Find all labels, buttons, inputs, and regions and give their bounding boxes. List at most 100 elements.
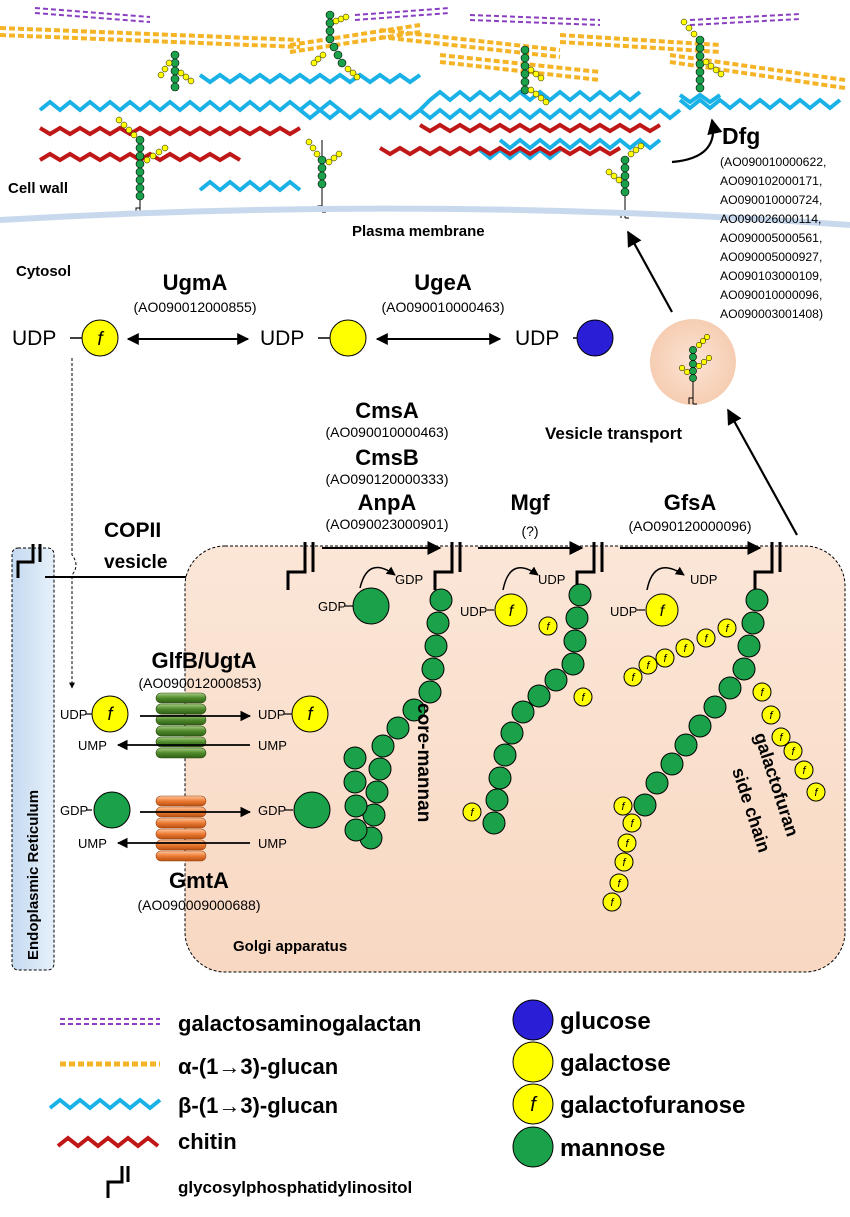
cmsA-name: CmsA xyxy=(355,398,419,423)
dfg-id-9: AO090003001408) xyxy=(720,307,823,321)
udp-galactofuranose-cytosol: UDP f xyxy=(12,319,119,357)
f-mark: f xyxy=(581,692,585,704)
dfg-id-3: AO090010000724, xyxy=(720,193,822,207)
f-mark: f xyxy=(622,857,626,869)
galf-labels-chain-3: f f f f f f f f f f f f f f f f f f xyxy=(610,623,818,909)
galactofuran-side-chain-lower xyxy=(602,796,642,912)
f-mark: f xyxy=(621,801,625,813)
gfsA-transfer-arrow xyxy=(646,566,685,591)
f-mark: f xyxy=(631,672,635,684)
udp-label-t2: UDP xyxy=(258,707,285,722)
gdp-mannose-er-side: GDP xyxy=(60,791,131,829)
legend-galactofuranose-label: galactofuranose xyxy=(560,1092,745,1119)
er-label: Endoplasmic Reticulum xyxy=(25,790,42,960)
udp-galf-golgi-side: UDP f xyxy=(258,695,329,733)
gdp-label-t1: GDP xyxy=(60,803,88,818)
gdp-label-t2: GDP xyxy=(258,803,286,818)
f-label-gfsA: f xyxy=(660,603,666,620)
legend-mannose-swatch xyxy=(512,1126,554,1168)
udp-galf-transport-path xyxy=(69,358,77,689)
wall-glycoprotein-5 xyxy=(520,45,550,106)
anpA-id: (AO090023000901) xyxy=(326,516,449,532)
glfB-transporter xyxy=(155,692,207,759)
gdp-label-released: GDP xyxy=(395,572,423,587)
legend-beta-glucan-label: β-(1→3)-glucan xyxy=(178,1093,338,1118)
galf-branches-chain-2 xyxy=(462,616,593,822)
gfsA-name: GfsA xyxy=(664,490,717,515)
ugmA-id: (AO090012000855) xyxy=(134,299,257,315)
legend-galactosaminogalactan-label: galactosaminogalactan xyxy=(178,1011,421,1036)
f-mark: f xyxy=(630,818,634,830)
alpha-glucan-fibers xyxy=(0,23,846,90)
f-mark: f xyxy=(704,633,708,645)
udp-glucose-cytosol: UDP xyxy=(515,319,614,357)
ugeA-id: (AO090010000463) xyxy=(382,299,505,315)
beta-glucan-fibers xyxy=(38,72,842,193)
wall-glycoprotein-4 xyxy=(305,138,343,213)
legend-galactofuranose-f: f xyxy=(530,1094,538,1116)
legend-gpi-swatch xyxy=(106,1166,130,1198)
plasma-membrane-label: Plasma membrane xyxy=(352,223,485,240)
cmsB-id: (AO090120000333) xyxy=(326,471,449,487)
galactofuran-side-chain-upper xyxy=(623,618,737,687)
vesicle-transport-label: Vesicle transport xyxy=(545,424,682,443)
copii-label-line2: vesicle xyxy=(104,552,167,573)
ugmA-name: UgmA xyxy=(163,270,228,295)
vesicle-glycoprotein xyxy=(678,333,713,405)
galactosaminogalactan-fibers xyxy=(34,7,801,26)
f-mark: f xyxy=(760,687,764,699)
f-label-t1: f xyxy=(107,704,114,724)
f-mark: f xyxy=(646,660,650,672)
legend: galactosaminogalactan α-(1→3)-glucan β-(… xyxy=(48,999,745,1198)
gmtA-name: GmtA xyxy=(169,868,229,893)
cytosol-label: Cytosol xyxy=(16,263,71,280)
legend-glucose-label: glucose xyxy=(560,1008,651,1035)
gdp-label-donor: GDP xyxy=(318,599,346,614)
f-mark: f xyxy=(791,746,795,758)
legend-chitin-label: chitin xyxy=(178,1129,237,1154)
dfg-id-4: AO090026000114, xyxy=(720,212,821,226)
udp-label-donor-2: UDP xyxy=(610,604,637,619)
plasma-membrane xyxy=(0,205,850,228)
dfg-arrow xyxy=(671,118,723,164)
ump-label-t1: UMP xyxy=(78,738,107,753)
f-mark: f xyxy=(683,643,687,655)
wall-glycoprotein-7 xyxy=(605,142,645,219)
f-mark: f xyxy=(725,623,729,635)
udp-galf-donor-gfsA: UDP f xyxy=(610,593,679,627)
cell-wall xyxy=(0,7,846,219)
galf-labels-chain-2: f f f xyxy=(470,621,585,819)
f-mark: f xyxy=(617,878,621,890)
udp-label-1: UDP xyxy=(12,327,56,350)
gdp-mannose-golgi-side: GDP xyxy=(258,791,331,829)
f-label: f xyxy=(97,329,104,350)
legend-mannose-label: mannose xyxy=(560,1135,665,1162)
ugeA-name: UgeA xyxy=(414,270,472,295)
mgf-transfer-arrow xyxy=(502,566,539,591)
gmtA-id: (AO090009000688) xyxy=(138,897,261,913)
udp-galf-donor-mgf: UDP f xyxy=(460,593,528,627)
legend-galactose-label: galactose xyxy=(560,1050,671,1077)
wall-glycoprotein-3 xyxy=(310,10,361,81)
legend-gpi-label: glycosylphosphatidylinositol xyxy=(178,1178,412,1197)
udp-label-donor-1: UDP xyxy=(460,604,487,619)
f-mark: f xyxy=(625,838,629,850)
f-mark: f xyxy=(779,732,783,744)
golgi-gpi-anchors xyxy=(286,542,782,590)
legend-alpha-glucan-label: α-(1→3)-glucan xyxy=(178,1054,338,1079)
golgi-label: Golgi apparatus xyxy=(233,938,347,955)
udp-label-released-1: UDP xyxy=(538,572,565,587)
udp-galactose-cytosol: UDP xyxy=(260,319,367,357)
gfsA-id: (AO090120000096) xyxy=(629,518,752,534)
gdp-mannose-donor: GDP xyxy=(318,587,390,625)
glfB-name: GlfB/UgtA xyxy=(151,648,256,673)
gmtA-transporter xyxy=(155,795,207,862)
udp-galf-er-side: UDP f xyxy=(60,695,129,733)
dfg-id-list: (AO090010000622, AO090102000171, AO09001… xyxy=(720,155,826,321)
f-mark: f xyxy=(610,897,614,909)
dfg-id-2: AO090102000171, xyxy=(720,174,822,188)
cmsA-id: (AO090010000463) xyxy=(326,424,449,440)
cell-wall-label: Cell wall xyxy=(8,180,68,197)
f-mark: f xyxy=(802,765,806,777)
